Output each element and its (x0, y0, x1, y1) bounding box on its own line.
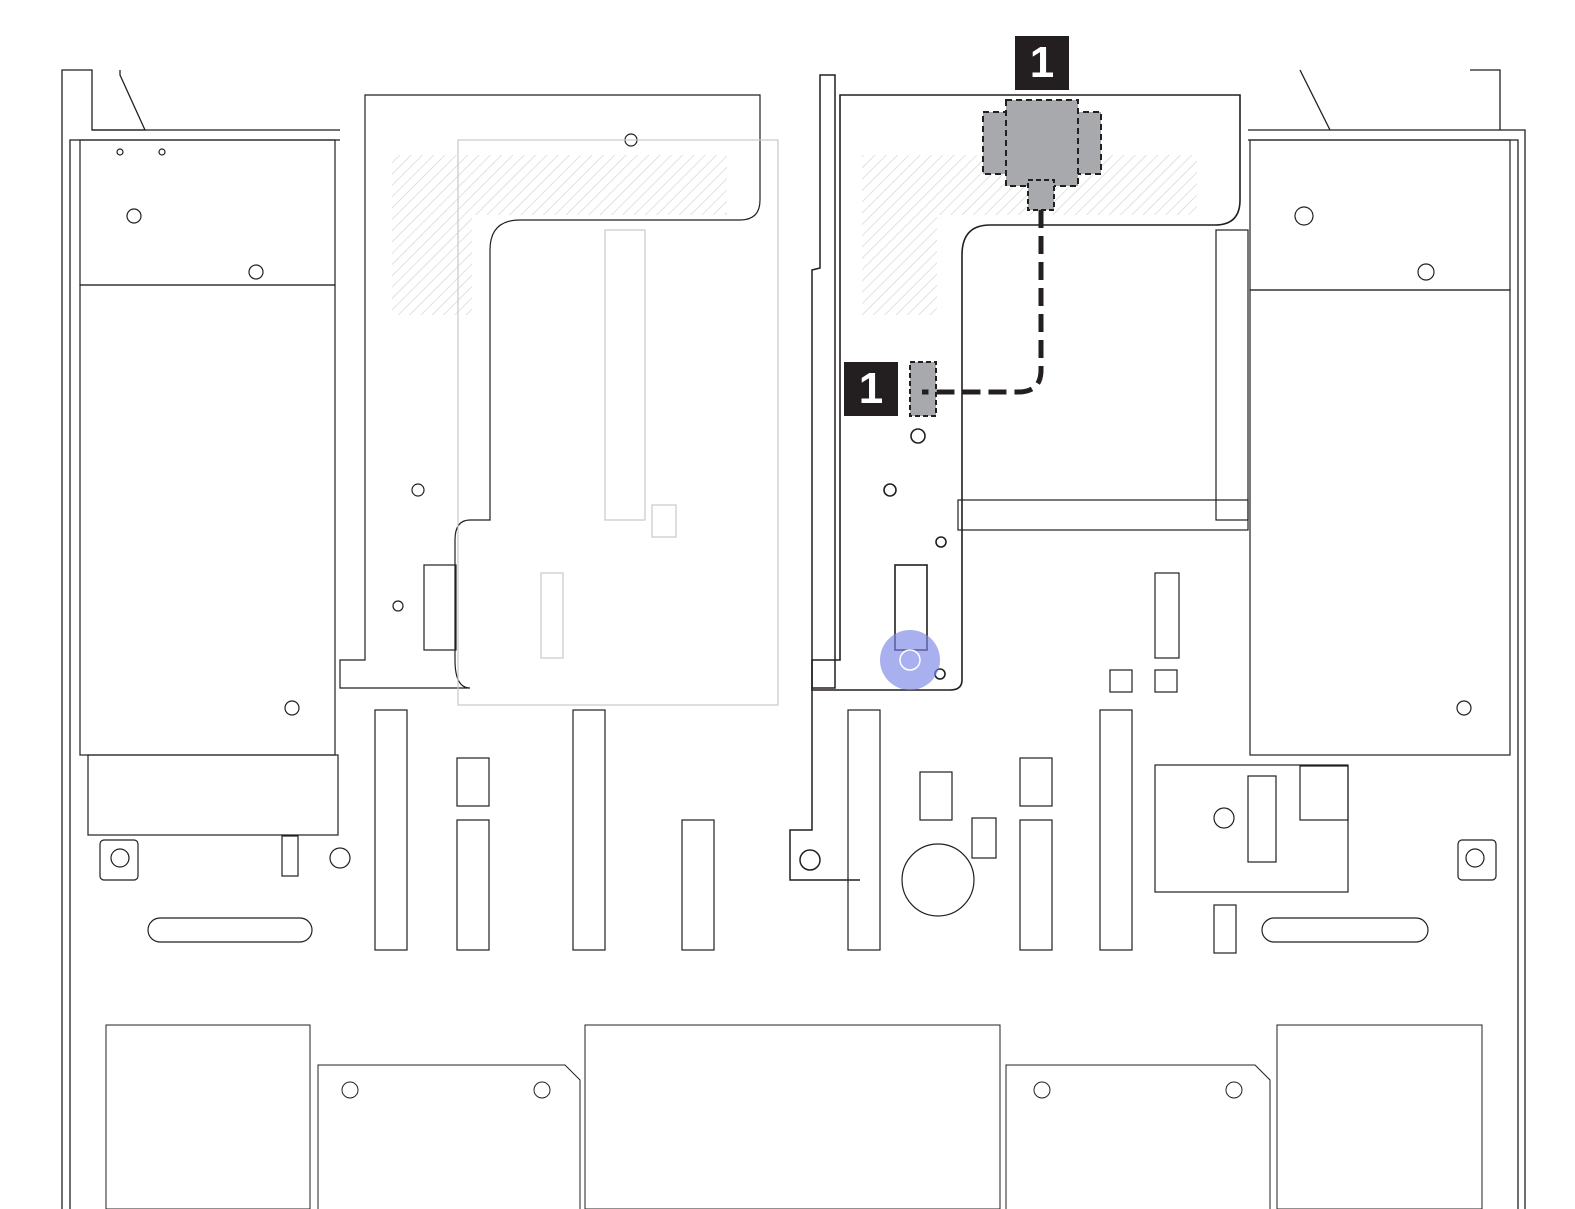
connector-icon (909, 361, 937, 417)
connector-icon (982, 99, 1102, 211)
cable-icon (922, 210, 1044, 395)
right-riser-cage (957, 229, 1249, 693)
left-bay (79, 139, 339, 881)
center-bracket (789, 74, 860, 881)
pcie-slots (374, 709, 1237, 954)
left-riser (339, 94, 761, 689)
screw-highlight (880, 630, 940, 690)
left-riser-ghost (457, 139, 779, 706)
callout-1-connector: 1 (1015, 36, 1069, 90)
screw-icon (899, 649, 921, 671)
latches (147, 835, 1429, 943)
chassis (61, 69, 1526, 1209)
callout-1-cable-end: 1 (844, 362, 898, 416)
dimm-slots (105, 1024, 1483, 1209)
right-bay (1154, 139, 1511, 893)
